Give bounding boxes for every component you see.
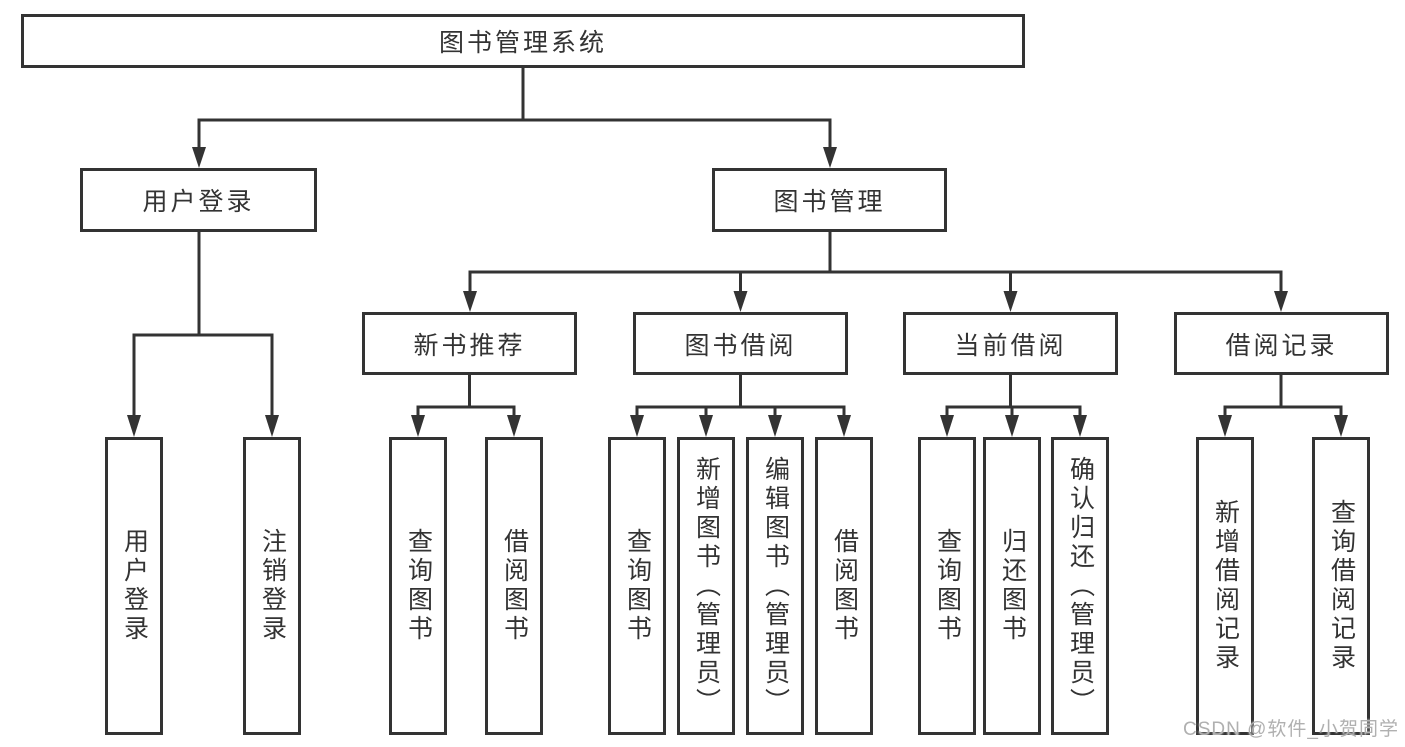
node-user-login: 用户登录 [80,168,317,232]
node-borrow-books-recommend-label: 借阅图书 [500,528,529,644]
node-current-borrowing: 当前借阅 [903,312,1118,375]
node-add-books-admin: 新增图书（管理员） [677,437,735,735]
node-current-borrowing-label: 当前借阅 [954,331,1067,360]
node-borrowing-records-label: 借阅记录 [1225,331,1338,360]
node-book-borrowing: 图书借阅 [633,312,848,375]
node-logout-label: 注销登录 [258,528,287,644]
node-confirm-return-admin: 确认归还（管理员） [1051,437,1109,735]
node-add-borrow-record: 新增借阅记录 [1196,437,1254,735]
node-borrow-books: 借阅图书 [815,437,873,735]
node-borrowing-records: 借阅记录 [1174,312,1389,375]
node-new-book-recommend-label: 新书推荐 [413,331,526,360]
csdn-watermark: CSDN @软件_小贺同学 [1183,719,1399,740]
node-logout: 注销登录 [243,437,301,735]
node-query-borrow-record-label: 查询借阅记录 [1327,499,1356,673]
node-borrow-books-recommend: 借阅图书 [485,437,543,735]
node-book-management: 图书管理 [712,168,947,232]
node-book-management-system: 图书管理系统 [21,14,1025,68]
node-query-borrow-record: 查询借阅记录 [1312,437,1370,735]
node-book-management-system-label: 图书管理系统 [438,29,607,57]
node-query-books-recommend: 查询图书 [389,437,447,735]
node-add-borrow-record-label: 新增借阅记录 [1211,499,1240,673]
node-return-books-label: 归还图书 [998,528,1027,644]
node-new-book-recommend: 新书推荐 [362,312,577,375]
node-user-login-leaf: 用户登录 [105,437,163,735]
node-query-books-current-label: 查询图书 [933,528,962,644]
node-query-books-current: 查询图书 [918,437,976,735]
node-book-borrowing-label: 图书借阅 [684,331,797,360]
node-query-books-recommend-label: 查询图书 [404,528,433,644]
node-book-management-label: 图书管理 [773,188,886,216]
node-borrow-books-label: 借阅图书 [830,528,859,644]
node-user-login-leaf-label: 用户登录 [120,528,149,644]
node-confirm-return-admin-label: 确认归还（管理员） [1066,455,1095,717]
node-edit-books-admin-label: 编辑图书（管理员） [761,455,790,717]
node-add-books-admin-label: 新增图书（管理员） [692,455,721,717]
node-return-books: 归还图书 [983,437,1041,735]
node-query-books-borrowing-label: 查询图书 [623,528,652,644]
node-query-books-borrowing: 查询图书 [608,437,666,735]
node-user-login-label: 用户登录 [142,188,255,216]
node-edit-books-admin: 编辑图书（管理员） [746,437,804,735]
